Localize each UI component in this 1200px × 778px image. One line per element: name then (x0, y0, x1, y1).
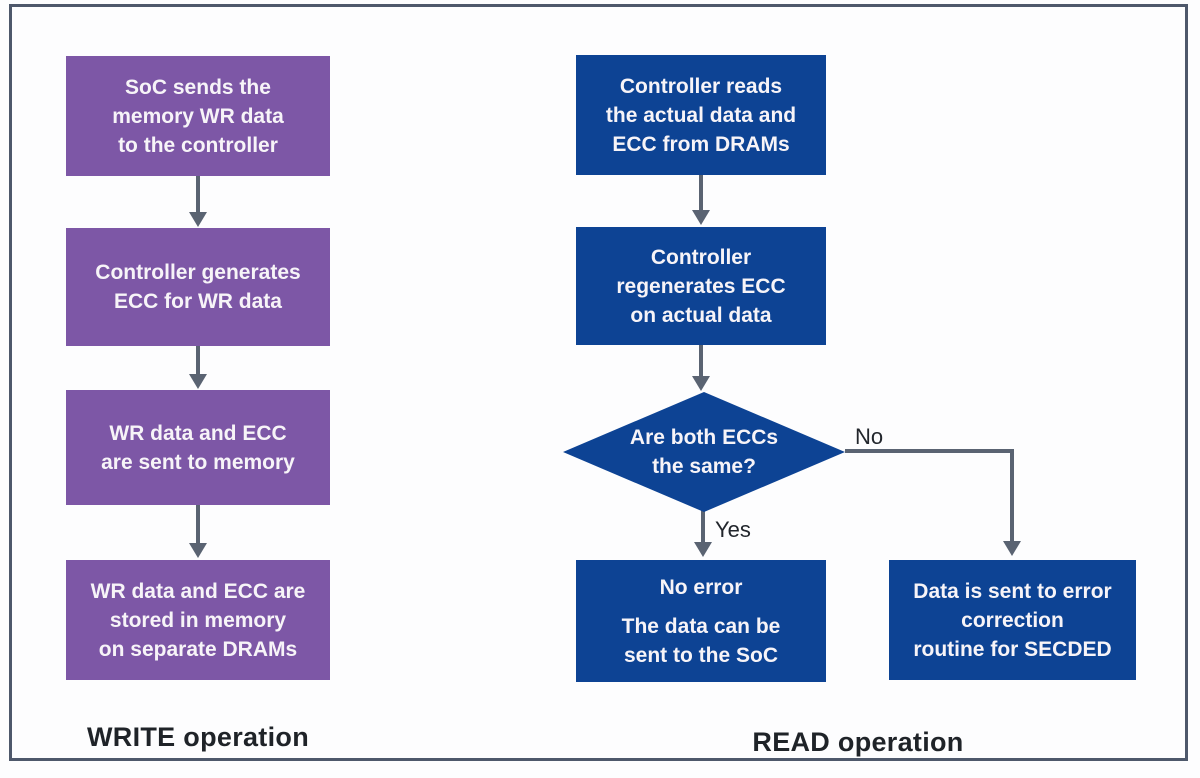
write-step-stored-separate-drams: WR data and ECC are stored in memory on … (66, 560, 330, 680)
no-error-body: The data can be sent to the SoC (621, 614, 781, 667)
read-result-secded: Data is sent to error correction routine… (889, 560, 1136, 680)
write-operation-label: WRITE operation (87, 722, 309, 752)
no-branch-label: No (855, 424, 884, 449)
diagram-border (9, 4, 1188, 761)
no-error-title: No error (659, 575, 743, 599)
write-step-controller-generates-ecc: Controller generates ECC for WR data (66, 228, 330, 346)
write-step-soc-sends: SoC sends the memory WR data to the cont… (66, 56, 330, 176)
read-step-controller-reads: Controller reads the actual data and ECC… (576, 55, 826, 175)
yes-branch-label: Yes (715, 517, 751, 542)
read-step-regenerates-ecc: Controller regenerates ECC on actual dat… (576, 227, 826, 345)
read-operation-label: READ operation (752, 727, 964, 757)
write-step-sent-to-memory: WR data and ECC are sent to memory (66, 390, 330, 505)
read-result-no-error: No error The data can be sent to the SoC (576, 560, 826, 682)
